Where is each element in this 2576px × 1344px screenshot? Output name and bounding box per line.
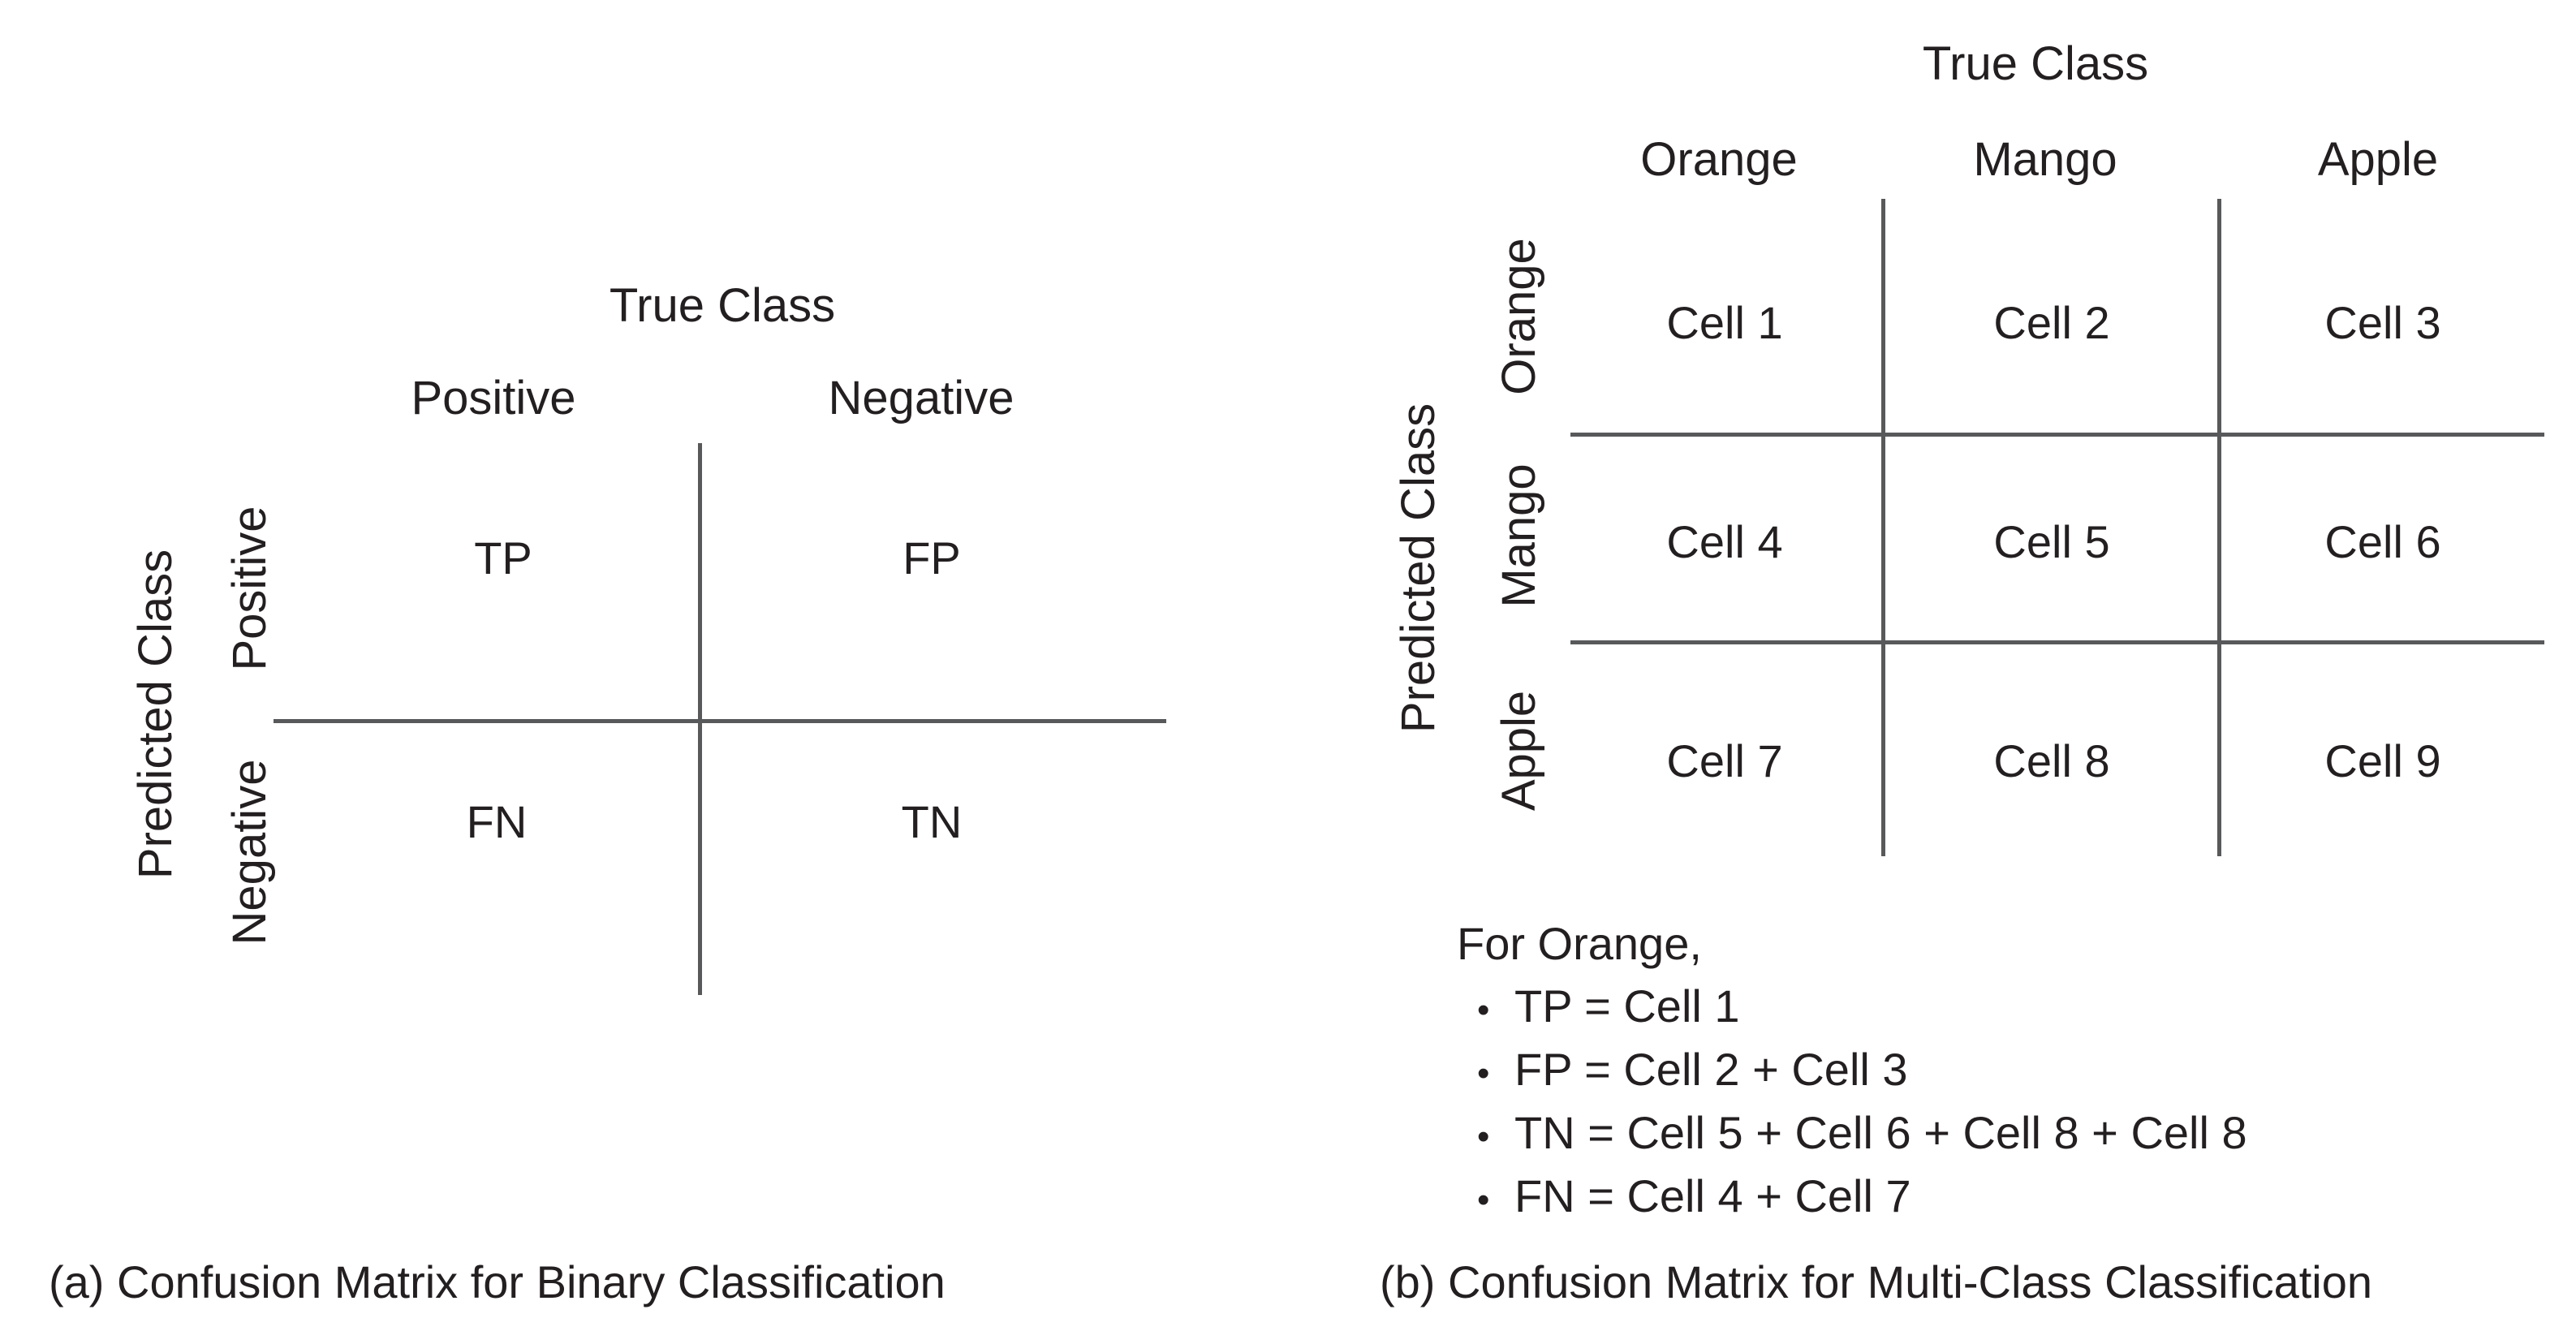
bullet-icon: • (1477, 1053, 1490, 1093)
panel-b-cell-7: Cell 7 (1666, 735, 1783, 786)
panel-b-column-header-orange: Orange (1640, 133, 1798, 186)
panel-b-column-header-apple: Apple (2317, 133, 2439, 186)
panel-b-true-class-title: True Class (1922, 37, 2149, 90)
panel-b-note-item-fp: • FP = Cell 2 + Cell 3 (1477, 1047, 1908, 1092)
panel-a-predicted-class-title: Predicted Class (129, 549, 182, 880)
panel-b-vertical-divider-2 (2217, 199, 2221, 856)
panel-b-note-item-tn-text: TN = Cell 5 + Cell 6 + Cell 8 + Cell 8 (1514, 1107, 2247, 1158)
panel-b-note-item-tn: • TN = Cell 5 + Cell 6 + Cell 8 + Cell 8 (1477, 1110, 2247, 1156)
bullet-icon: • (1477, 990, 1490, 1030)
bullet-icon: • (1477, 1180, 1490, 1220)
panel-b-horizontal-divider-2 (1570, 640, 2544, 644)
bullet-icon: • (1477, 1117, 1490, 1157)
panel-b-note-item-fp-text: FP = Cell 2 + Cell 3 (1514, 1044, 1908, 1095)
panel-a-cell-true-negative: TN (901, 796, 963, 847)
panel-b-cell-5: Cell 5 (1993, 516, 2110, 567)
panel-b-predicted-class-title: Predicted Class (1392, 403, 1445, 734)
panel-a-cell-false-positive: FP (902, 532, 961, 584)
panel-a-vertical-divider (698, 443, 702, 995)
panel-a-row-header-positive: Positive (223, 506, 276, 671)
panel-b-caption: (b) Confusion Matrix for Multi-Class Cla… (1380, 1256, 2373, 1307)
panel-b-note-item-fn-text: FN = Cell 4 + Cell 7 (1514, 1170, 1911, 1221)
panel-a-true-class-title: True Class (609, 279, 836, 332)
panel-b-horizontal-divider-1 (1570, 433, 2544, 437)
panel-a-caption: (a) Confusion Matrix for Binary Classifi… (49, 1256, 946, 1307)
panel-b-row-header-mango: Mango (1493, 463, 1545, 608)
panel-b-row-header-orange: Orange (1493, 238, 1545, 395)
panel-b-cell-1: Cell 1 (1666, 297, 1783, 348)
panel-b-cell-2: Cell 2 (1993, 297, 2110, 348)
panel-b-row-header-apple: Apple (1493, 690, 1545, 812)
panel-a-cell-false-negative: FN (466, 796, 528, 847)
panel-b-cell-3: Cell 3 (2324, 297, 2441, 348)
panel-a-horizontal-divider (274, 719, 1166, 723)
panel-a-cell-true-positive: TP (474, 532, 532, 584)
panel-b-note-item-fn: •FN = Cell 4 + Cell 7 (1477, 1174, 1911, 1219)
panel-b-note-item-tp-text: TP = Cell 1 (1514, 980, 1740, 1032)
panel-b-cell-8: Cell 8 (1993, 735, 2110, 786)
panel-b-cell-4: Cell 4 (1666, 516, 1783, 567)
panel-b-cell-9: Cell 9 (2324, 735, 2441, 786)
panel-a-column-header-positive: Positive (411, 372, 576, 424)
panel-b-notes-heading: For Orange, (1457, 918, 1702, 969)
panel-b-cell-6: Cell 6 (2324, 516, 2441, 567)
panel-a-column-header-negative: Negative (828, 372, 1014, 424)
panel-b-note-item-tp: •TP = Cell 1 (1477, 984, 1740, 1029)
panel-a-row-header-negative: Negative (223, 759, 276, 946)
panel-b-column-header-mango: Mango (1973, 133, 2117, 186)
panel-b-vertical-divider-1 (1881, 199, 1885, 856)
